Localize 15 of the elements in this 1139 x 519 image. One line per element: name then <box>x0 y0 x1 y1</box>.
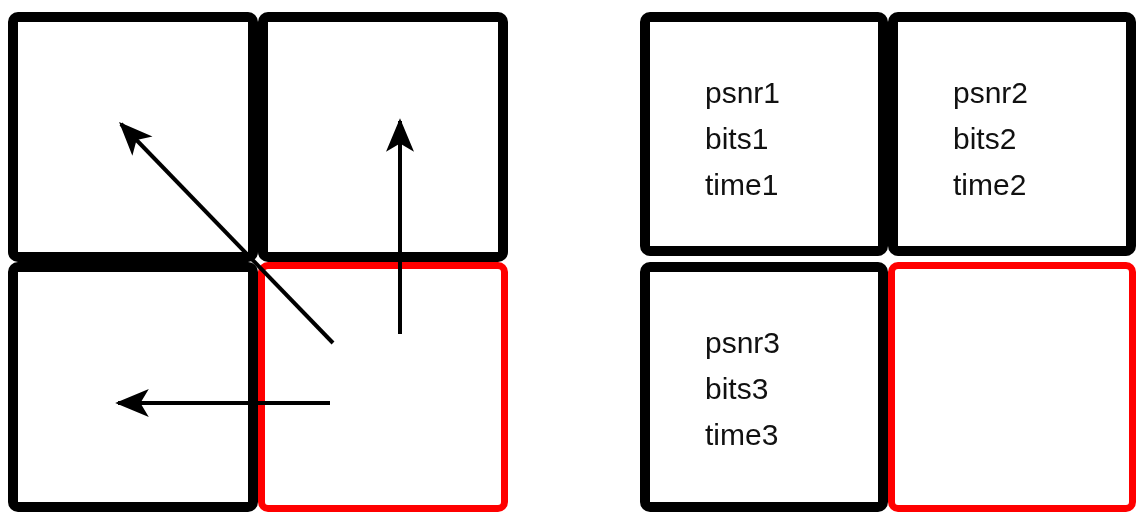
cell-text: bits3 <box>705 371 770 407</box>
empty-box <box>888 262 1136 512</box>
cell-text: bits1 <box>705 121 770 157</box>
text-box <box>640 12 888 256</box>
arrow <box>115 389 330 417</box>
cell-text: time3 <box>705 417 780 453</box>
cell-text: time2 <box>953 167 1028 203</box>
cell-text: bits2 <box>953 121 1018 157</box>
cell-text: time1 <box>705 167 780 203</box>
text-box <box>640 262 888 512</box>
cell-text: psnr1 <box>705 75 781 111</box>
arrow <box>386 118 414 334</box>
cell-text: psnr3 <box>705 325 781 361</box>
cell-text: psnr2 <box>953 75 1029 111</box>
text-box <box>888 12 1136 256</box>
